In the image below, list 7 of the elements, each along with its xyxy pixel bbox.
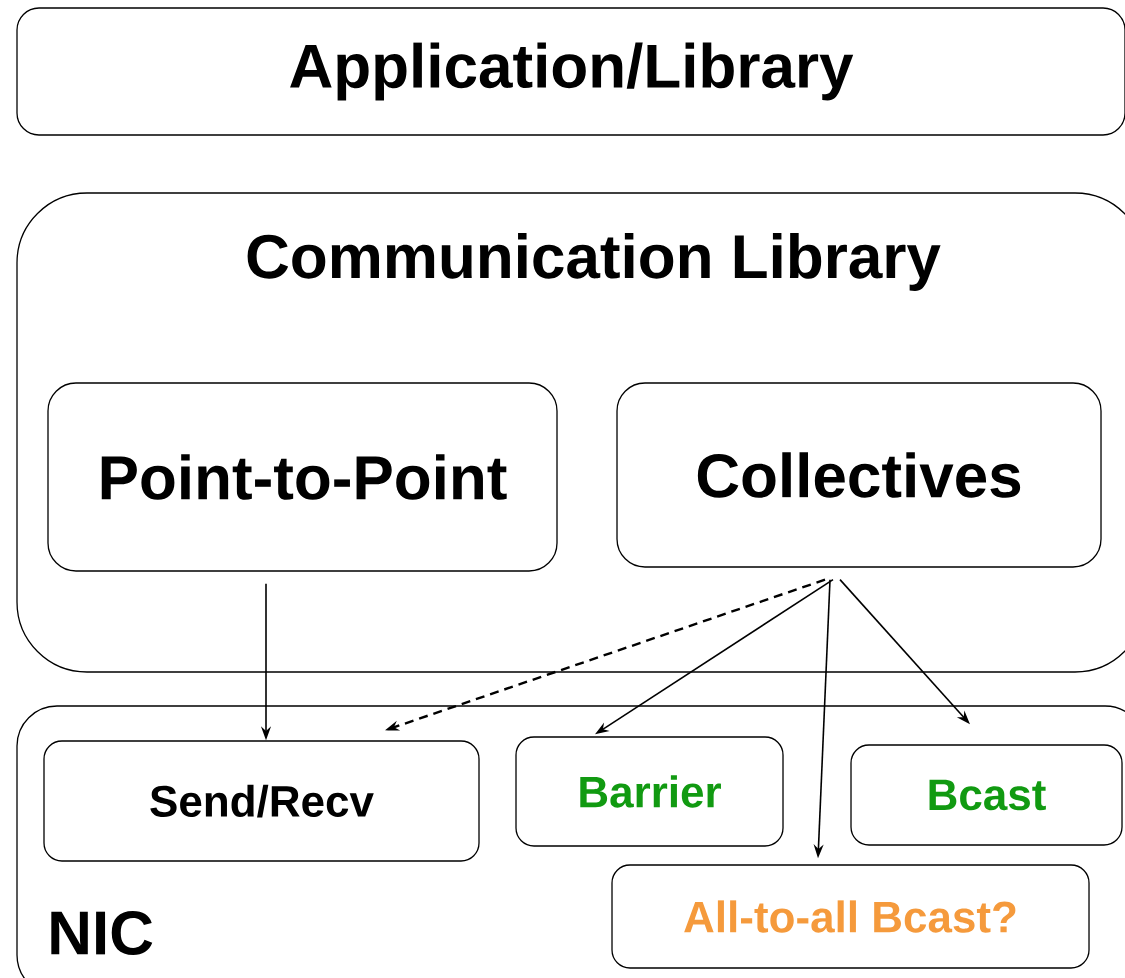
module-box: Collectives bbox=[616, 382, 1102, 568]
operation-box: All-to-all Bcast? bbox=[611, 864, 1090, 969]
layer-box: Application/Library bbox=[16, 7, 1125, 136]
operation-box: Send/Recv bbox=[43, 740, 480, 862]
operation-box: Bcast bbox=[850, 744, 1123, 846]
module-box: Point-to-Point bbox=[47, 382, 558, 572]
operation-box: Barrier bbox=[515, 736, 784, 847]
